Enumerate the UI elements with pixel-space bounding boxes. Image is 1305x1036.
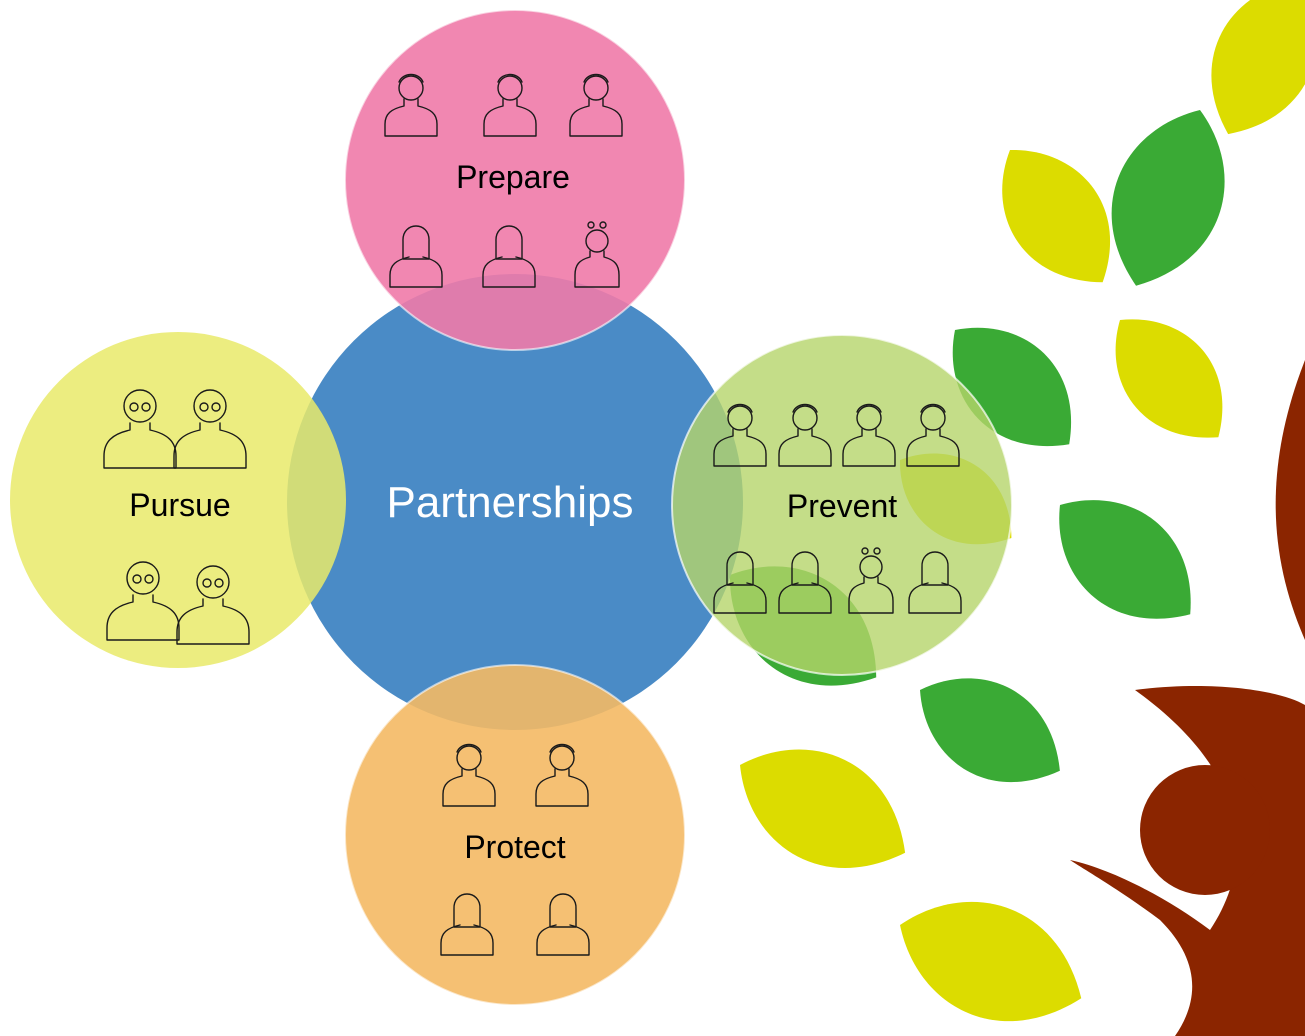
pursue-circle: [10, 332, 346, 668]
prepare-label: Prepare: [456, 159, 570, 195]
prepare-circle: [344, 9, 686, 351]
protect-circle: [344, 664, 686, 1006]
tree-trunk: [1275, 360, 1305, 640]
prevent-label: Prevent: [787, 488, 897, 524]
partnerships-label: Partnerships: [386, 478, 633, 527]
tree-head: [1140, 765, 1270, 895]
tree-graphic: [700, 0, 1305, 1036]
prevent-circle: [671, 334, 1013, 676]
pursue-label: Pursue: [129, 487, 230, 523]
tree-branch: [1070, 685, 1305, 1036]
protect-label: Protect: [464, 829, 565, 865]
partnerships-circle: [287, 274, 743, 730]
